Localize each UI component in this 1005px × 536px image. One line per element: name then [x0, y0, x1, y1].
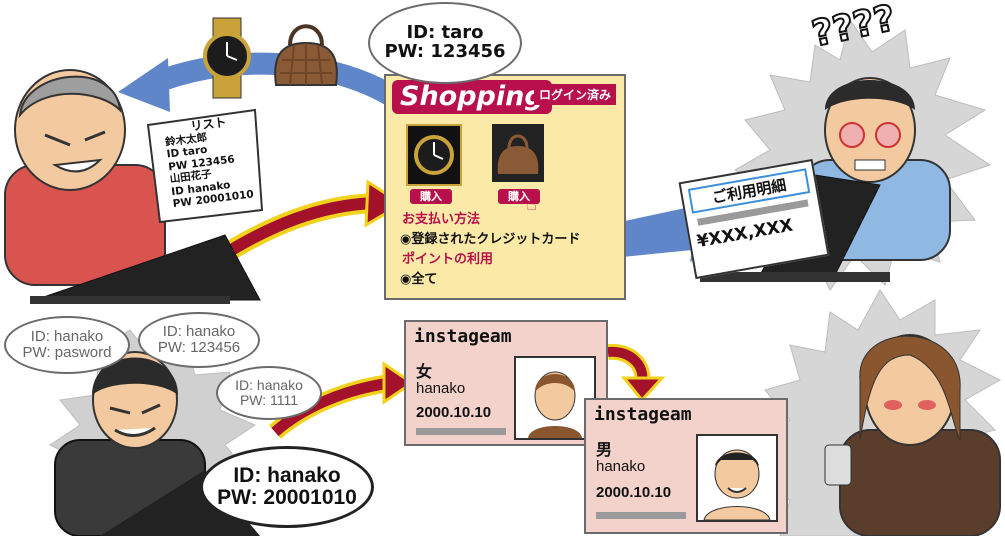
watch-icon	[203, 17, 251, 99]
victim-bottom	[824, 334, 1001, 536]
logged-in-badge: ログイン済み	[534, 84, 617, 105]
profile-card-original: instageam 女 hanako 2000.10.10	[404, 320, 608, 446]
profile-original-date: 2000.10.10	[416, 404, 492, 421]
guess-1111-id: ID: hanako	[235, 377, 303, 394]
points-heading: ポイントの利用	[402, 252, 494, 267]
profile-altered-avatar	[696, 434, 778, 522]
guess-bubble-pasword: ID: hanako PW: pasword	[4, 316, 130, 374]
guess-bubble-123456: ID: hanako PW: 123456	[138, 312, 260, 368]
correct-bubble-pw: PW: 20001010	[217, 486, 357, 509]
thief-laptop-bottom	[100, 470, 260, 536]
profile-card-altered: instageam 男 hanako 2000.10.10	[584, 398, 788, 534]
product-watch-image	[406, 124, 462, 186]
profile-original-redacted	[416, 428, 506, 435]
stolen-list: リスト 鈴木太郎 ID taro PW 123456 山田花子 ID hanak…	[163, 113, 263, 211]
payment-option[interactable]: ◉登録されたクレジットカード	[400, 232, 581, 247]
stolen-goods-arrowhead	[118, 58, 170, 112]
buy-button-watch[interactable]: 購入	[410, 189, 452, 204]
buy-button-handbag[interactable]: 購入	[498, 189, 540, 204]
bubble-taro-id: ID: taro	[406, 22, 484, 44]
profile-altered-gender: 男	[596, 440, 613, 459]
guess-bubble-1111: ID: hanako PW: 1111	[216, 366, 322, 420]
shopping-logo: Shopping	[392, 80, 552, 114]
profile-original-app: instageam	[414, 326, 512, 347]
cursor-hand-icon: ☝	[526, 194, 537, 215]
guess-pasword-id: ID: hanako	[30, 328, 104, 346]
profile-altered-date: 2000.10.10	[596, 484, 672, 501]
profile-original-avatar	[514, 356, 596, 440]
product-handbag-image	[492, 124, 544, 182]
profile-original-name: hanako	[416, 380, 466, 397]
shopping-panel: Shopping ログイン済み 購入 購入 ☝ お支払い方法 ◉登録されたクレジ…	[384, 74, 626, 300]
speech-bubble-taro: ID: taro PW: 123456	[368, 2, 522, 84]
bubble-taro-pw: PW: 123456	[384, 41, 506, 62]
payment-heading: お支払い方法	[402, 212, 481, 227]
correct-bubble-id: ID: hanako	[233, 463, 341, 487]
profile-altered-redacted	[596, 512, 686, 519]
stolen-list-paper	[146, 108, 264, 224]
correct-password-bubble: ID: hanako PW: 20001010	[200, 446, 374, 528]
profile-altered-app: instageam	[594, 404, 692, 425]
profile-original-gender: 女	[416, 362, 433, 381]
stolen-goods-arrow	[145, 52, 396, 105]
guess-pasword-pw: PW: pasword	[22, 344, 112, 361]
handbag-icon	[274, 24, 338, 86]
guess-123456-pw: PW: 123456	[157, 339, 241, 356]
login-arrowhead-bottom	[382, 361, 415, 405]
points-option[interactable]: ◉全て	[400, 272, 438, 287]
profile-change-arrowhead	[620, 376, 666, 403]
profile-altered-name: hanako	[596, 458, 646, 475]
thief-top	[4, 69, 166, 286]
login-arrow-top	[211, 197, 376, 266]
guess-1111-pw: PW: 1111	[239, 392, 299, 408]
login-arrow-bottom	[271, 377, 391, 437]
guess-123456-id: ID: hanako	[162, 323, 236, 341]
